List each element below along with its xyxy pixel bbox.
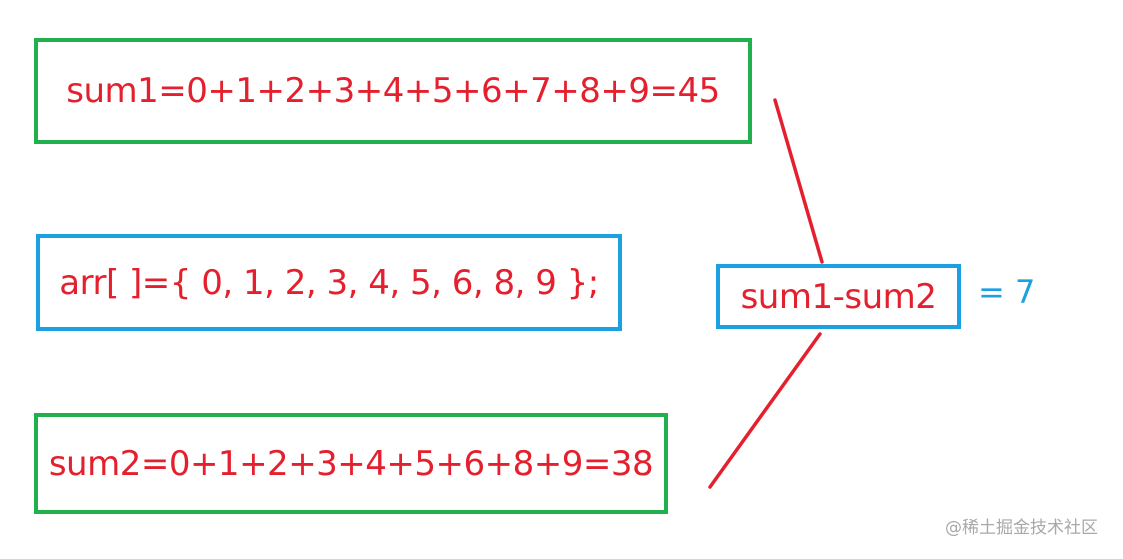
sum1-expression: sum1=0+1+2+3+4+5+6+7+8+9=45: [66, 71, 720, 111]
sum2-expression: sum2=0+1+2+3+4+5+6+8+9=38: [48, 443, 654, 484]
difference-box: sum1-sum2: [716, 264, 961, 329]
array-box: arr[ ]={ 0, 1, 2, 3, 4, 5, 6, 8, 9 };: [36, 234, 622, 331]
watermark: @稀土掘金技术社区: [945, 518, 1098, 538]
connector-line-sum1-to-diff: [773, 98, 824, 264]
connector-line-diff-to-sum2: [708, 332, 822, 489]
result-value: = 7: [978, 273, 1036, 311]
sum1-box: sum1=0+1+2+3+4+5+6+7+8+9=45: [34, 38, 752, 144]
difference-expression: sum1-sum2: [740, 276, 937, 317]
array-declaration: arr[ ]={ 0, 1, 2, 3, 4, 5, 6, 8, 9 };: [59, 262, 599, 303]
sum2-box: sum2=0+1+2+3+4+5+6+8+9=38: [34, 413, 668, 514]
